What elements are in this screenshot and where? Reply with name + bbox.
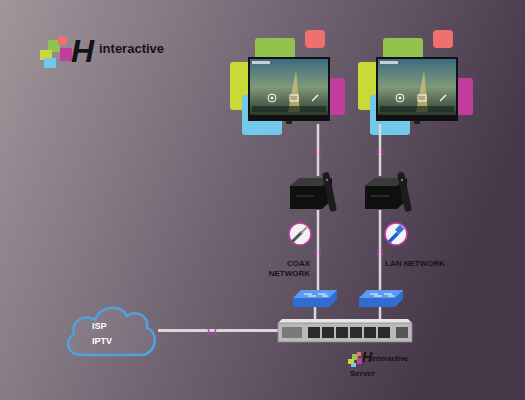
drive-bay xyxy=(322,327,334,338)
drive-bay xyxy=(378,327,390,338)
server-shape xyxy=(278,319,412,342)
drive-bay xyxy=(336,327,348,338)
logo-text: H xyxy=(71,34,101,68)
network-link xyxy=(158,329,278,332)
server-front xyxy=(278,323,412,342)
server-top xyxy=(278,319,412,323)
drive-bay xyxy=(308,327,320,338)
server-panel xyxy=(282,327,302,338)
node-label: Server xyxy=(350,369,390,379)
logo-text: interactive xyxy=(371,354,416,363)
network-label: LAN NETWORK xyxy=(385,259,445,269)
cloud-shape xyxy=(62,300,158,358)
cloud-outline xyxy=(68,308,155,355)
server-node: Server xyxy=(278,319,412,342)
logo-text: interactive xyxy=(99,41,179,56)
drive-bay xyxy=(350,327,362,338)
node-label: ISP IPTV xyxy=(92,319,118,349)
server-panel xyxy=(396,327,408,338)
cloud-node: ISP IPTV xyxy=(62,300,158,358)
link-marker xyxy=(208,329,216,335)
drive-bay xyxy=(364,327,376,338)
network-label: COAX NETWORK xyxy=(250,259,310,279)
